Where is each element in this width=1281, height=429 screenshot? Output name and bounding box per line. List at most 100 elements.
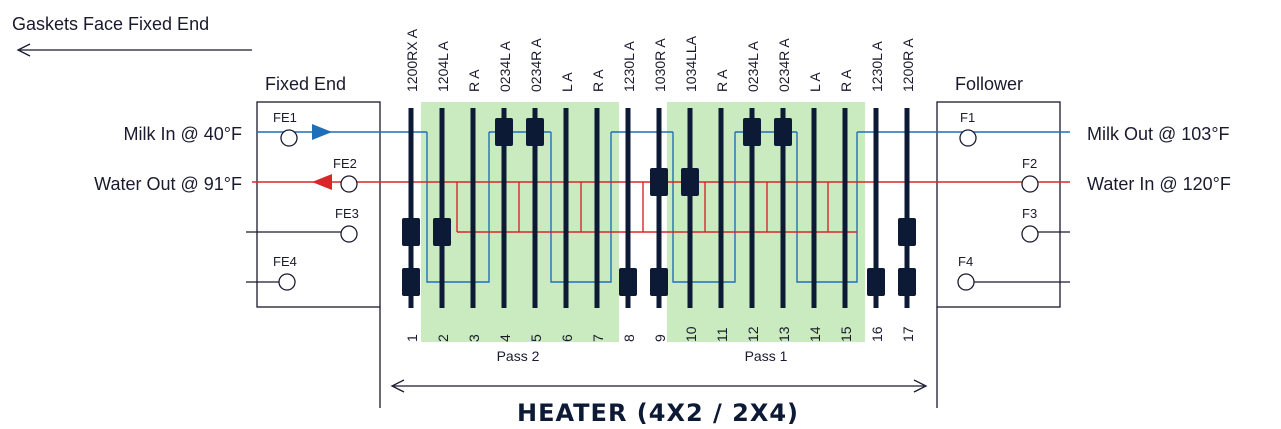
plate-type-label: 1200R A: [900, 38, 916, 92]
plate-type-label: 0234L A: [497, 40, 513, 92]
plate-number-label: 14: [807, 326, 823, 342]
direction-label: Gaskets Face Fixed End: [12, 14, 209, 34]
water-in-label: Water In @ 120°F: [1087, 174, 1231, 194]
port-f2: [1021, 175, 1039, 193]
pass-2-label: Pass 2: [497, 348, 540, 364]
gasket-block: [402, 218, 420, 246]
milk-out-label: Milk Out @ 103°F: [1087, 124, 1230, 144]
follower-frame: [936, 101, 1061, 308]
gasket-block: [526, 118, 544, 146]
plate-number-label: 17: [900, 326, 916, 342]
plate-type-label: 1034LLA: [683, 35, 699, 92]
port-label: F4: [958, 254, 973, 269]
port-fe4: [278, 273, 296, 291]
plate-number-label: 8: [621, 334, 637, 342]
plate-number-label: 16: [869, 326, 885, 342]
gasket-block: [774, 118, 792, 146]
port-f1: [959, 129, 977, 147]
plate-type-label: L A: [807, 72, 823, 92]
gasket-block: [495, 118, 513, 146]
plate-11: [718, 108, 724, 308]
gasket-block: [898, 218, 916, 246]
port-label: F1: [960, 110, 975, 125]
plate-15: [842, 108, 848, 308]
plate-4: [501, 108, 507, 308]
plate-12: [749, 108, 755, 308]
plate-10: [687, 108, 693, 308]
plate-16: [873, 108, 879, 308]
port-f4: [957, 273, 975, 291]
plate-type-label: 1230L A: [869, 40, 885, 92]
plate-number-label: 6: [559, 334, 575, 342]
milk-loop: [426, 132, 490, 283]
gasket-block: [433, 218, 451, 246]
plate-number-label: 3: [466, 334, 482, 342]
plate-5: [532, 108, 538, 308]
plate-8: [625, 108, 631, 308]
plate-number-label: 4: [497, 334, 513, 342]
plate-type-label: 0234L A: [745, 40, 761, 92]
fixed-end-title: Fixed End: [265, 74, 346, 94]
direction-arrow: [16, 43, 252, 57]
plate-14: [811, 108, 817, 308]
gasket-block: [650, 268, 668, 296]
plate-number-label: 13: [776, 326, 792, 342]
milk-loop: [672, 132, 736, 283]
port-label: FE1: [273, 110, 297, 125]
plate-number-label: 1: [404, 334, 420, 342]
follower-title: Follower: [955, 74, 1023, 94]
gasket-block: [402, 268, 420, 296]
plate-type-label: 0234R A: [528, 38, 544, 92]
plate-7: [594, 108, 600, 308]
plate-type-label: L A: [559, 72, 575, 92]
plate-1: [408, 108, 414, 308]
plate-6: [563, 108, 569, 308]
plate-3: [470, 108, 476, 308]
plate-9: [656, 108, 662, 308]
port-fe1: [280, 129, 298, 147]
fixed-end-frame: [256, 101, 381, 308]
plate-type-label: R A: [714, 69, 730, 92]
port-label: F2: [1022, 156, 1037, 171]
milk-loop: [796, 132, 858, 283]
plate-number-label: 9: [652, 334, 668, 342]
plate-type-label: 1204L A: [435, 40, 451, 92]
plate-type-label: 1230L A: [621, 40, 637, 92]
plate-number-label: 12: [745, 326, 761, 342]
gasket-block: [619, 268, 637, 296]
plate-type-label: R A: [838, 69, 854, 92]
port-fe2: [340, 175, 358, 193]
plate-type-label: 0234R A: [776, 38, 792, 92]
plate-stack: 1200RX A 1 1204L A 2 R A 3 0234L A 4 0234R A 5 L A…: [402, 28, 916, 342]
plate-number-label: 5: [528, 334, 544, 342]
milk-loop: [550, 132, 612, 283]
port-label: FE2: [333, 156, 357, 171]
gasket-block: [650, 168, 668, 196]
plate-17: [904, 108, 910, 308]
plate-type-label: 1030R A: [652, 38, 668, 92]
plate-type-label: 1200RX A: [404, 28, 420, 92]
plate-type-label: R A: [466, 69, 482, 92]
plate-number-label: 11: [714, 327, 730, 342]
pass-2-region: [421, 102, 619, 342]
heater-title: HEATER (4X2 / 2X4): [517, 399, 799, 427]
port-label: FE3: [335, 206, 359, 221]
heater-extent-arrow: [390, 379, 928, 393]
milk-flow-arrow: [312, 124, 332, 140]
gasket-block: [867, 268, 885, 296]
port-label: FE4: [273, 254, 297, 269]
port-label: F3: [1022, 206, 1037, 221]
pass-1-region: [667, 102, 865, 342]
water-out-label: Water Out @ 91°F: [94, 174, 242, 194]
gasket-block: [681, 168, 699, 196]
plate-number-label: 15: [838, 326, 854, 342]
pass-1-label: Pass 1: [745, 348, 788, 364]
plate-13: [780, 108, 786, 308]
gasket-block: [743, 118, 761, 146]
port-fe3: [340, 225, 358, 243]
milk-in-label: Milk In @ 40°F: [124, 124, 243, 144]
gasket-block: [898, 268, 916, 296]
plate-number-label: 2: [435, 334, 451, 342]
